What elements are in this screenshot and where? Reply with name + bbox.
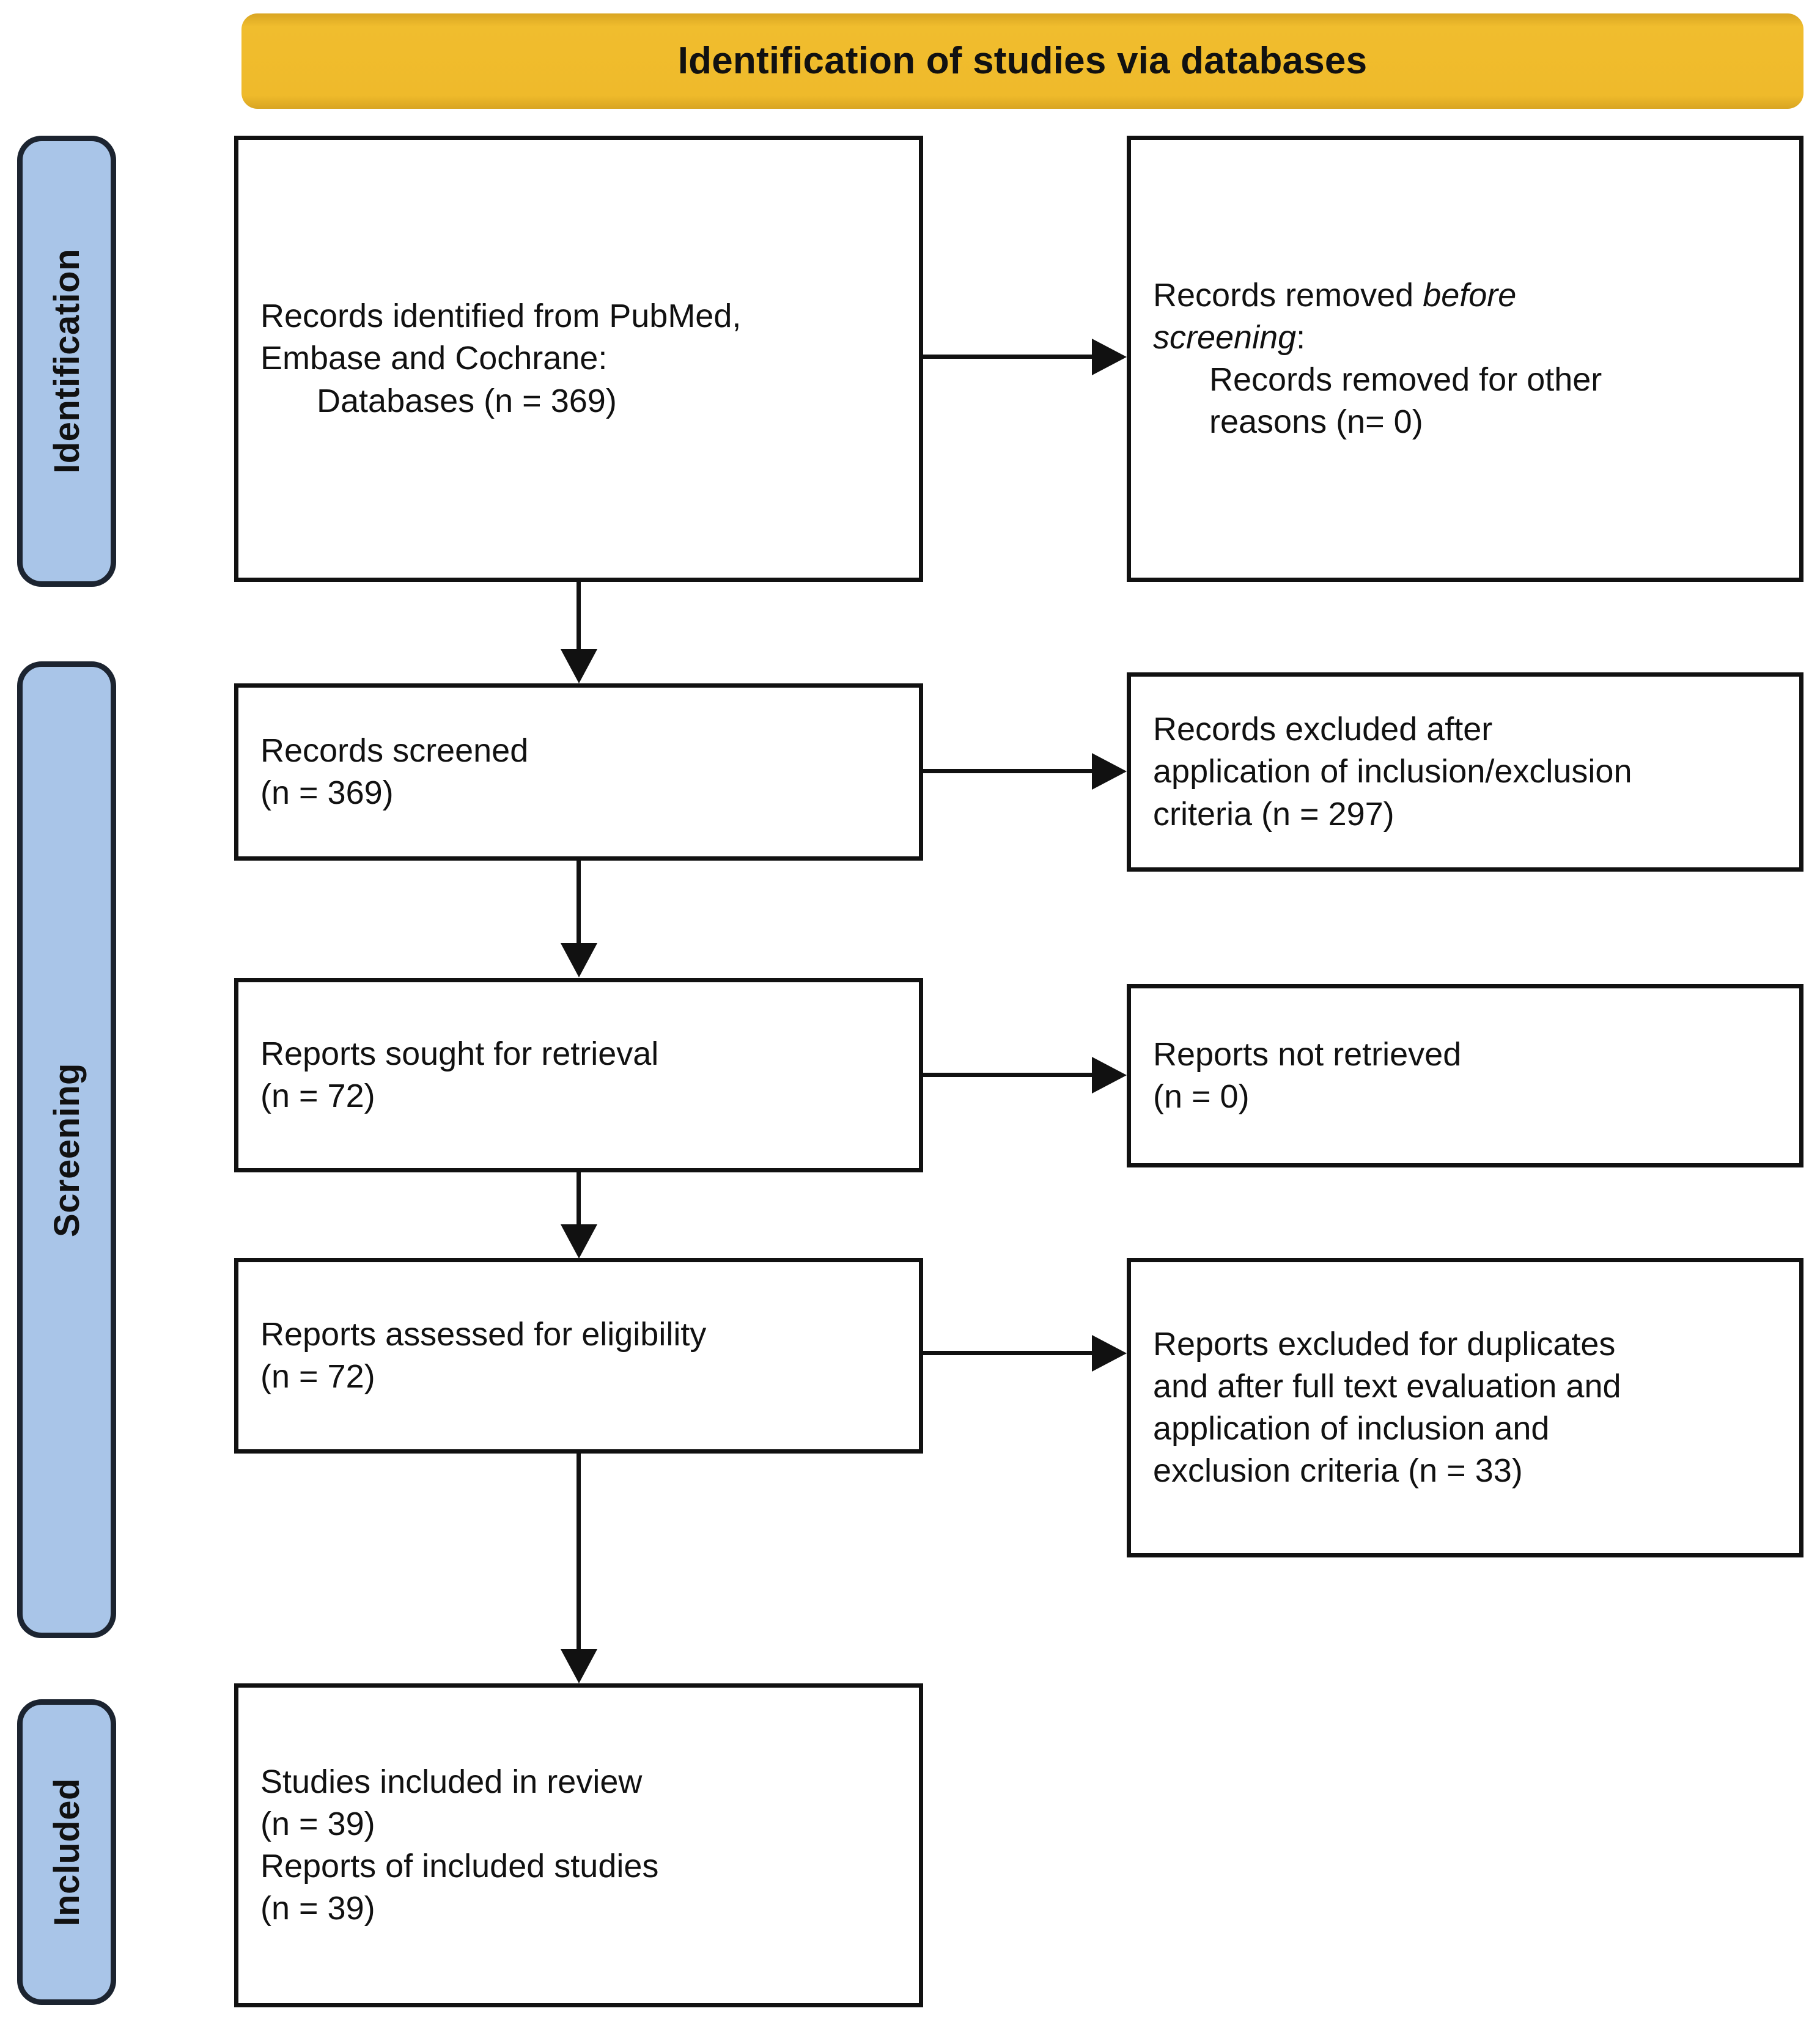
box-reports-assessed-for-eligibility: Reports assessed for eligibility (n = 72… xyxy=(234,1258,923,1454)
diagram-header-title: Identification of studies via databases xyxy=(677,39,1368,82)
reports-excluded-line-3: application of inclusion and xyxy=(1153,1410,1550,1447)
records-removed-line-1-italic: before xyxy=(1423,276,1517,314)
reports-not-retrieved-line-1: Reports not retrieved xyxy=(1153,1035,1462,1073)
studies-included-line-2: (n = 39) xyxy=(260,1805,375,1842)
records-removed-line-3: Records removed for other xyxy=(1209,361,1602,398)
connector-assessed-to-excluded-line xyxy=(923,1351,1097,1355)
records-screened-line-1: Records screened xyxy=(260,732,529,769)
reports-not-retrieved-line-2: (n = 0) xyxy=(1153,1078,1250,1115)
phase-label-identification-text: Identification xyxy=(46,249,87,474)
connector-sought-to-not-retrieved-line xyxy=(923,1073,1097,1077)
records-identified-line-2: Embase and Cochrane: xyxy=(260,340,608,377)
reports-excluded-line-4: exclusion criteria (n = 33) xyxy=(1153,1452,1523,1490)
reports-assessed-line-2: (n = 72) xyxy=(260,1358,375,1395)
records-removed-line-2-suffix: : xyxy=(1296,318,1306,356)
phase-label-included-text: Included xyxy=(46,1777,87,1927)
connector-sought-to-not-retrieved-arrow-icon xyxy=(1092,1057,1127,1094)
studies-included-line-1: Studies included in review xyxy=(260,1763,643,1800)
records-removed-line-4: reasons (n= 0) xyxy=(1209,403,1423,441)
box-reports-excluded-after-eligibility: Reports excluded for duplicates and afte… xyxy=(1127,1258,1803,1557)
reports-assessed-line-1: Reports assessed for eligibility xyxy=(260,1315,707,1353)
connector-screened-to-excluded-line xyxy=(923,769,1097,773)
box-records-removed-before-screening: Records removed before screening: Record… xyxy=(1127,136,1803,582)
box-records-excluded-after-screening: Records excluded after application of in… xyxy=(1127,672,1803,872)
connector-assessed-to-excluded-arrow-icon xyxy=(1092,1335,1127,1372)
connector-assessed-to-included-line xyxy=(577,1454,581,1649)
box-reports-not-retrieved: Reports not retrieved (n = 0) xyxy=(1127,984,1803,1167)
box-studies-included-in-review: Studies included in review (n = 39) Repo… xyxy=(234,1683,923,2007)
connector-sought-to-assessed-arrow-icon xyxy=(561,1224,597,1259)
phase-label-screening: Screening xyxy=(17,661,116,1638)
studies-included-line-3: Reports of included studies xyxy=(260,1848,659,1884)
phase-label-identification: Identification xyxy=(17,136,116,587)
records-removed-line-2-italic: screening xyxy=(1153,318,1297,356)
phase-label-screening-text: Screening xyxy=(46,1062,87,1237)
connector-screened-to-sought-line xyxy=(577,861,581,943)
box-records-screened: Records screened (n = 369) xyxy=(234,683,923,861)
records-screened-line-2: (n = 369) xyxy=(260,774,394,811)
connector-sought-to-assessed-line xyxy=(577,1172,581,1224)
connector-screened-to-excluded-arrow-icon xyxy=(1092,753,1127,790)
connector-assessed-to-included-arrow-icon xyxy=(561,1649,597,1683)
connector-identified-to-removed-arrow-icon xyxy=(1092,339,1127,375)
connector-screened-to-sought-arrow-icon xyxy=(561,943,597,977)
box-records-identified: Records identified from PubMed, Embase a… xyxy=(234,136,923,582)
records-identified-line-3: Databases (n = 369) xyxy=(317,382,617,419)
records-removed-line-1: Records removed before xyxy=(1153,274,1777,317)
box-reports-sought-for-retrieval: Reports sought for retrieval (n = 72) xyxy=(234,978,923,1172)
records-removed-line-2: screening: xyxy=(1153,317,1777,359)
records-excluded-line-3: criteria (n = 297) xyxy=(1153,795,1394,833)
records-identified-line-1: Records identified from PubMed, xyxy=(260,298,742,335)
diagram-header-band: Identification of studies via databases xyxy=(241,13,1803,109)
connector-identified-to-screened-line xyxy=(577,582,581,649)
phase-label-included: Included xyxy=(17,1699,116,2005)
reports-excluded-line-2: and after full text evaluation and xyxy=(1153,1367,1621,1405)
records-excluded-line-2: application of inclusion/exclusion xyxy=(1153,753,1632,790)
studies-included-line-4: (n = 39) xyxy=(260,1890,375,1927)
reports-sought-line-1: Reports sought for retrieval xyxy=(260,1035,659,1072)
records-removed-line-1-prefix: Records removed xyxy=(1153,276,1423,314)
connector-identified-to-screened-arrow-icon xyxy=(561,649,597,683)
records-excluded-line-1: Records excluded after xyxy=(1153,711,1493,748)
reports-sought-line-2: (n = 72) xyxy=(260,1078,375,1114)
connector-identified-to-removed-line xyxy=(923,355,1097,359)
reports-excluded-line-1: Reports excluded for duplicates xyxy=(1153,1325,1616,1362)
